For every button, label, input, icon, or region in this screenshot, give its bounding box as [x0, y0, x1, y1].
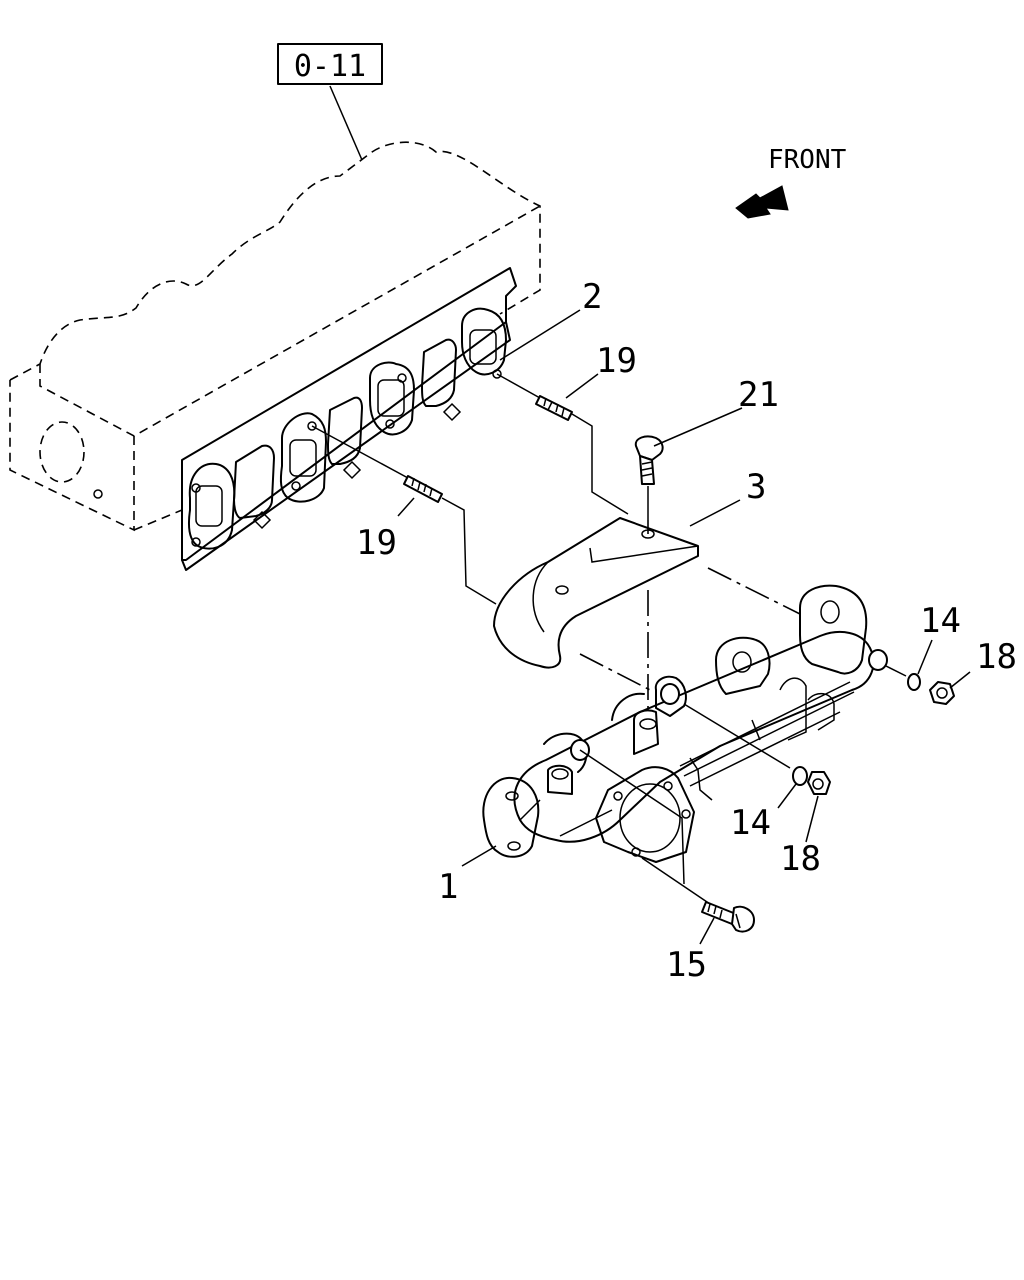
front-arrow-icon — [735, 185, 789, 219]
cylinder-head — [9, 141, 541, 532]
front-indicator: FRONT — [735, 145, 847, 219]
callout-18-upper: 18 — [976, 637, 1017, 677]
washer-14-lower — [792, 766, 808, 786]
callout-15: 15 — [666, 945, 707, 985]
bolt-21 — [634, 435, 664, 534]
callout-19-lower: 19 — [356, 523, 397, 563]
exhaust-manifold — [482, 584, 888, 863]
callout-1: 1 — [438, 867, 458, 907]
stud-upper — [496, 373, 629, 515]
stud-lower — [311, 425, 497, 605]
callout-14-lower: 14 — [730, 803, 771, 843]
nut-18-upper — [929, 681, 955, 705]
leader-lines — [397, 309, 971, 945]
reference-box-label: 0-11 — [294, 49, 366, 84]
callout-19-upper: 19 — [596, 341, 637, 381]
washer-nut-upper — [885, 665, 955, 705]
callout-21: 21 — [738, 375, 779, 415]
callout-3: 3 — [746, 467, 766, 507]
callout-18-lower: 18 — [780, 839, 821, 879]
washer-nut-lower — [683, 703, 831, 795]
heat-shield — [493, 517, 699, 669]
nut-18-lower — [807, 771, 831, 795]
reference-box: 0-11 — [277, 43, 383, 161]
bolt-15 — [701, 901, 755, 933]
washer-14-upper — [907, 673, 921, 691]
front-label: FRONT — [768, 145, 847, 175]
manifold-gasket — [181, 267, 517, 571]
callout-14-upper: 14 — [920, 601, 961, 641]
callout-2: 2 — [582, 277, 602, 317]
